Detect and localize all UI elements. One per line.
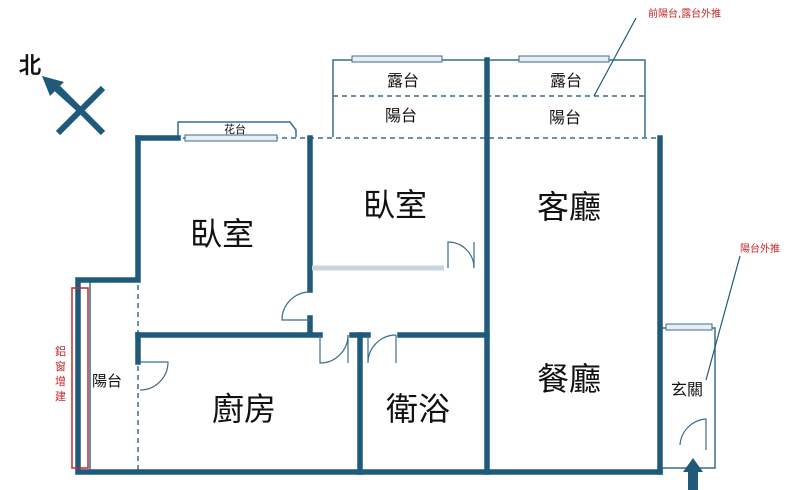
front-balcony-note: 前陽台,露台外推 — [648, 7, 721, 20]
room-label-planter: 花台 — [224, 122, 246, 136]
aluminum-char-3: 增 — [55, 374, 66, 388]
aluminum-char-4: 建 — [55, 389, 66, 403]
aluminum-char-2: 窗 — [55, 359, 66, 373]
room-label-bathroom: 衛浴 — [386, 390, 450, 428]
sliding-windows — [184, 55, 713, 331]
north-label: 北 — [19, 54, 41, 79]
room-label-bedroom-2: 臥室 — [363, 186, 427, 224]
room-label-living-room: 客廳 — [537, 188, 601, 226]
room-label-balcony-2: 陽台 — [549, 108, 581, 127]
north-arrow-icon — [42, 76, 83, 113]
room-label-dining-room: 餐廳 — [537, 360, 601, 398]
aluminum-window-annotation: 鋁 窗 增 建 — [55, 287, 89, 469]
room-label-bedroom-1: 臥室 — [190, 215, 254, 253]
aluminum-char-1: 鋁 — [55, 344, 66, 358]
room-label-entrance: 玄關 — [671, 380, 703, 399]
room-label-kitchen: 廚房 — [212, 390, 276, 428]
compass: 北 — [19, 54, 106, 136]
balcony-pushout-note: 陽台外推 — [740, 242, 780, 255]
entrance-arrow-icon — [683, 458, 703, 490]
walls — [75, 57, 663, 475]
door-swings — [139, 241, 707, 450]
leader-lines — [593, 17, 741, 381]
room-label-balcony-1: 陽台 — [385, 106, 417, 125]
room-label-west-balcony: 陽台 — [92, 372, 122, 390]
room-label-terrace-2: 露台 — [550, 71, 582, 90]
room-label-terrace-1: 露台 — [387, 71, 419, 90]
